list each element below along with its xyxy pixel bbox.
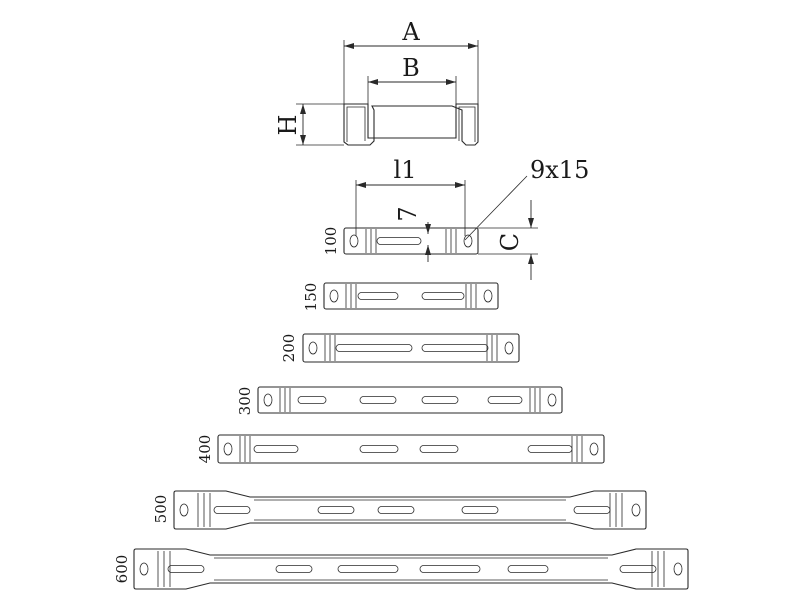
- plate-500: [173, 490, 647, 530]
- size-label-150: 150: [302, 283, 320, 312]
- dimension-a-label: A: [401, 18, 420, 46]
- plate-600: [133, 548, 689, 590]
- plate-300: [257, 386, 563, 414]
- dimension-hole-label: 9x15: [530, 156, 589, 184]
- u-profile-section: A B H: [274, 18, 479, 146]
- dimension-b-label: B: [402, 54, 420, 82]
- size-label-400: 400: [196, 435, 214, 464]
- size-label-300: 300: [236, 387, 254, 416]
- plate-200: [302, 333, 520, 363]
- plates-group: [133, 227, 689, 590]
- dimension-h: H: [274, 103, 344, 146]
- dimension-c-label: C: [496, 233, 524, 251]
- plate-100: [343, 227, 479, 255]
- plate-400: [217, 434, 605, 464]
- plate-detail-dimensions: l1 9x15 7 C: [355, 156, 589, 280]
- dimension-a: A: [343, 18, 479, 104]
- size-label-500: 500: [152, 495, 170, 524]
- size-label-600: 600: [113, 555, 131, 584]
- dimension-h-label: H: [274, 115, 302, 136]
- dimension-slot-label: 7: [394, 206, 422, 221]
- size-label-100: 100: [322, 227, 340, 256]
- plate-150: [323, 282, 499, 310]
- dimension-l1-label: l1: [394, 156, 417, 184]
- dimension-b: B: [367, 54, 457, 104]
- size-label-200: 200: [280, 334, 298, 363]
